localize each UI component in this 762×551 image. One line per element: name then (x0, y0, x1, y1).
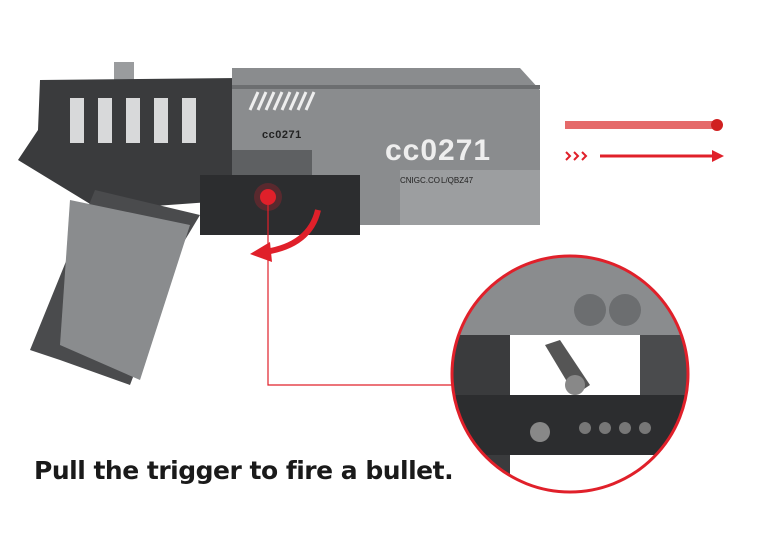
slide-serrations (70, 98, 196, 143)
designation-marking: L/QBZ47 (441, 176, 474, 185)
trigger-indicator (260, 189, 276, 205)
brand-marking: CNIGC.CO (400, 176, 440, 185)
trigger-frame (200, 175, 360, 235)
model-marking-small: cc0271 (262, 129, 302, 141)
bullet (565, 121, 715, 129)
trigger-pull-arrow (264, 209, 321, 255)
callout-line (267, 205, 470, 386)
caption: Pull the trigger to fire a bullet. (34, 456, 454, 485)
rear-sight (114, 62, 134, 80)
model-marking-large: cc0271 (385, 134, 492, 167)
closeup-ring (450, 254, 690, 494)
slide-stripes (248, 91, 316, 111)
